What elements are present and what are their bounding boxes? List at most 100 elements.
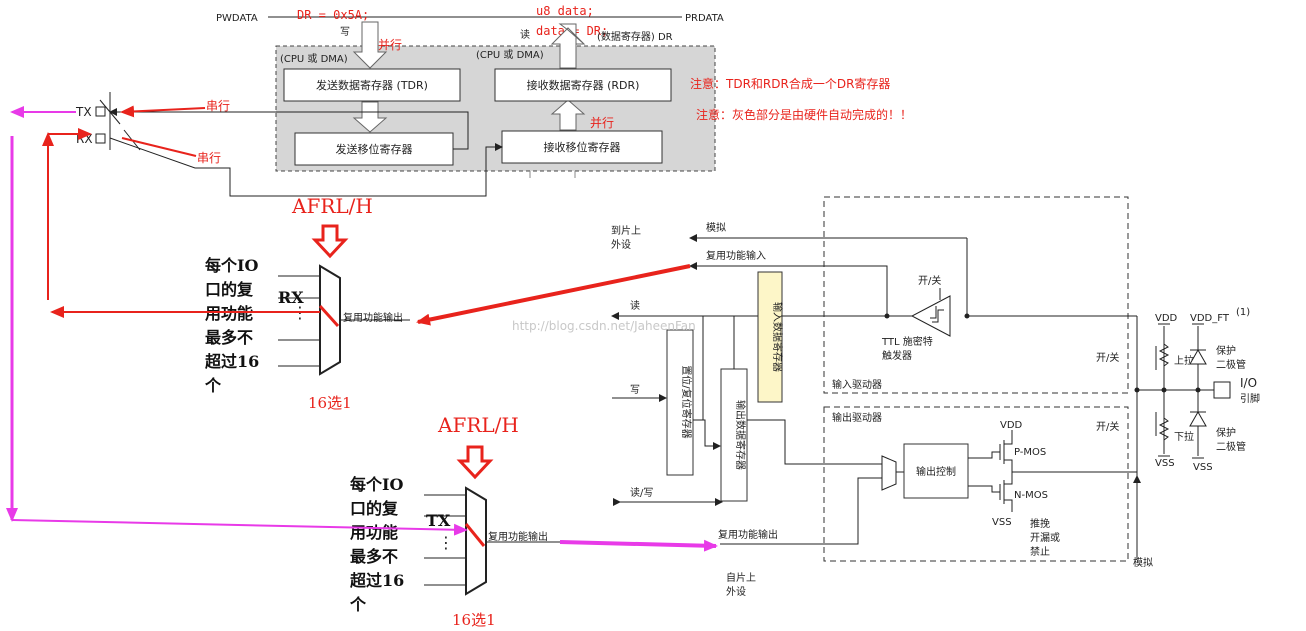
input-driver-region	[823, 196, 1129, 394]
mux-bottom-desc-line: 最多不	[350, 547, 398, 566]
af-output-label: 复用功能输出	[718, 528, 778, 541]
code-write-dr: DR = 0x5A;	[297, 8, 369, 22]
io-pin-label-1: I/O	[1240, 376, 1257, 390]
pmos-transistor	[999, 430, 1137, 473]
tx-shift-box	[294, 132, 454, 166]
write-label: 写	[630, 384, 640, 396]
cpu-dma-left: (CPU 或 DMA)	[280, 53, 348, 65]
uart-block: PWDATA PRDATA DR = 0x5A; u8 data; data =…	[75, 4, 912, 197]
analog-label: 模拟	[706, 221, 726, 234]
output-mux	[881, 455, 897, 491]
protect-diode-bottom	[1189, 410, 1207, 427]
tdr-label: 发送数据寄存器 (TDR)	[316, 78, 428, 92]
mux-top-description: 每个IO 口的复 用功能 最多不 超过16 个	[204, 256, 259, 395]
analog-bottom-label: 模拟	[1133, 556, 1153, 569]
schmitt-trigger	[910, 295, 951, 337]
mux-top-desc-line: 最多不	[205, 328, 253, 347]
bsrr-register	[666, 329, 694, 476]
write-label: 写	[340, 26, 350, 38]
to-periph-line1: 到片上	[611, 224, 641, 237]
nmos-label: N-MOS	[1014, 490, 1048, 501]
mux-bottom-desc-line: 口的复	[350, 499, 399, 518]
mux-top-body	[319, 264, 341, 376]
io-pin-label-2: 引脚	[1240, 392, 1260, 405]
vss-output-label: VSS	[992, 517, 1012, 528]
parallel-label-1: 并行	[378, 38, 402, 52]
mux-top-desc-line: 口的复	[205, 280, 254, 299]
mux-bottom-body	[465, 486, 487, 596]
note-tdr-rdr: 注意：TDR和RDR合成一个DR寄存器	[690, 76, 890, 91]
switch-top-label: 开/关	[1096, 351, 1119, 364]
af-input-label: 复用功能输入	[706, 249, 766, 262]
mux-bottom-select-label: 16选1	[452, 611, 496, 629]
mux-top-signal: RX	[278, 288, 304, 307]
mux-top-afr-label: AFRL/H	[291, 194, 373, 218]
protect-top-line1: 保护	[1216, 344, 1236, 357]
switch-bottom-label: 开/关	[1096, 420, 1119, 433]
mux-bottom-afr-label: AFRL/H	[437, 413, 519, 437]
tdr-box	[283, 68, 461, 102]
pull-down-label: 下拉	[1174, 430, 1194, 443]
vss-pulldown-label: VSS	[1155, 458, 1175, 469]
serial-label-2: 串行	[197, 151, 221, 165]
mux-bottom-desc-line: 用功能	[350, 523, 398, 542]
parallel-arrow-down-mid	[352, 101, 388, 133]
rdr-label: 接收数据寄存器 (RDR)	[527, 78, 640, 92]
mux-bottom-description: 每个IO 口的复 用功能 最多不 超过16 个	[349, 475, 404, 614]
input-data-register	[757, 271, 783, 403]
vdd-pullup-label: VDD	[1155, 313, 1178, 324]
read-label: 读	[630, 299, 640, 312]
code-declare-data: u8 data;	[536, 4, 594, 18]
mux-top-desc-line: 每个IO	[205, 256, 258, 275]
rdr-box	[494, 68, 672, 102]
note-gray-area: 注意：灰色部分是由硬件自动完成的！！	[696, 107, 912, 122]
rx-shift-label: 接收移位寄存器	[544, 140, 621, 154]
rx-pin	[95, 133, 106, 144]
mux-top-desc-line: 用功能	[205, 304, 253, 323]
output-driver-region	[823, 406, 1129, 562]
read-label: 读	[520, 28, 530, 41]
mux-bottom-dots: ⋮	[438, 533, 454, 552]
parallel-label-2: 并行	[590, 116, 614, 130]
mode-label-2: 开漏或	[1030, 532, 1060, 544]
mux-top-desc-line: 超过16	[204, 352, 259, 371]
tx-pin-label: TX	[75, 105, 92, 119]
trigger-switch-label: 开/关	[918, 274, 941, 287]
from-periph-line2: 外设	[726, 586, 746, 598]
pwdata-label: PWDATA	[216, 13, 258, 24]
parallel-arrow-up-top	[550, 23, 586, 69]
protect-bottom-line2: 二极管	[1216, 440, 1246, 453]
mux-top-output-label: 复用功能输出	[343, 311, 403, 324]
dr-label: (数据寄存器) DR	[597, 30, 673, 43]
odr-register	[720, 368, 748, 502]
mux-bottom-desc-line: 超过16	[349, 571, 404, 590]
pull-up-label: 上拉	[1174, 354, 1194, 367]
cpu-dma-right: (CPU 或 DMA)	[476, 49, 544, 61]
mux-top-desc-line: 个	[204, 376, 222, 395]
ttl-label-2: 触发器	[882, 349, 912, 362]
prdata-label: PRDATA	[685, 13, 724, 24]
ttl-label-1: TTL 施密特	[881, 335, 933, 348]
parallel-arrow-up-mid	[550, 99, 586, 131]
output-control-box	[903, 443, 969, 499]
bsrr-label: 置位/复位寄存器	[680, 365, 693, 438]
mux-bottom-select-arrow	[456, 445, 494, 480]
from-periph-line1: 自片上	[726, 571, 756, 584]
vss-diode-label: VSS	[1193, 462, 1213, 473]
mux-top-select-label: 16选1	[308, 394, 352, 412]
serial-label-1: 串行	[206, 99, 230, 113]
to-periph-line2: 外设	[611, 239, 631, 251]
protect-bottom-line1: 保护	[1216, 426, 1236, 439]
read-write-label: 读/写	[630, 486, 653, 499]
odr-label: 输出数据寄存器	[734, 400, 747, 470]
mode-label-3: 禁止	[1030, 546, 1050, 558]
vdd-ft-note: (1)	[1236, 307, 1250, 318]
mode-label-1: 推挽	[1030, 517, 1050, 530]
watermark: http://blog.csdn.net/JaheenFan	[512, 319, 696, 333]
annotation-arrows	[6, 105, 718, 552]
input-data-register-label: 输入数据寄存器	[771, 302, 784, 372]
mux-bottom-desc-line: 个	[349, 595, 367, 614]
mux-bottom-output-label: 复用功能输出	[488, 530, 548, 543]
mux-bottom-desc-line: 每个IO	[350, 475, 403, 494]
output-control-label: 输出控制	[916, 465, 956, 478]
